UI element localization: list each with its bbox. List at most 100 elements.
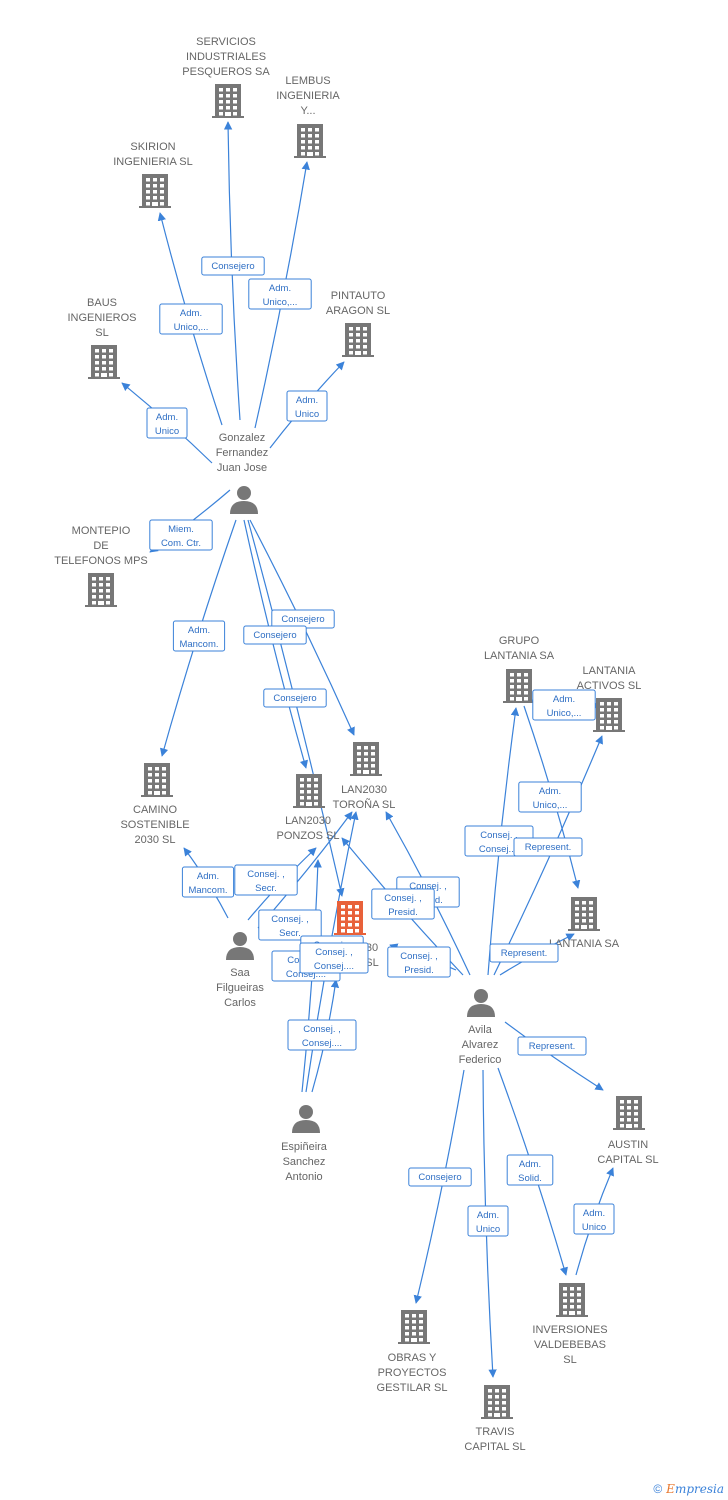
edge-label-gonzalez-to-servicios[interactable]: Consejero [201, 256, 265, 276]
node-label: INVERSIONES [532, 1324, 607, 1336]
edge-label-text: Com. Ctr. [161, 538, 201, 549]
node-label: PESQUEROS SA [182, 66, 270, 78]
edge-label-text: Unico,... [263, 297, 298, 308]
edge-label-text: Adm. [156, 412, 178, 423]
edge-label-text: Mancom. [179, 639, 218, 650]
edge-label-text: Consej.... [286, 969, 326, 980]
node-label: SERVICIOS [196, 36, 256, 48]
edge-label-saa-to-camino[interactable]: Adm. Mancom. [181, 866, 235, 898]
edge-label-gonzalez-to-lan2030_ponzos[interactable]: Consejero [243, 625, 307, 645]
edge-label-text: Adm. [197, 871, 219, 882]
edge-label-avila-to-lan2030_ponzos[interactable]: Consej. ,Presid. [371, 888, 435, 920]
edge-label-gonzalez-to-focus[interactable]: Consejero [263, 688, 327, 708]
building-icon [568, 897, 600, 931]
edge-label-saa-to-lan2030_ponzos[interactable]: Consej. , Secr. [234, 864, 298, 896]
node-servicios[interactable]: SERVICIOS INDUSTRIALES PESQUEROS SA [182, 36, 270, 118]
node-label: Juan Jose [217, 462, 267, 474]
node-label: Y... [300, 105, 315, 117]
edge-label-text: Consej.... [302, 1038, 342, 1049]
node-label: Carlos [224, 997, 256, 1009]
edge-label-espineira-to-lan2030_torona[interactable]: Consej. ,Consej.... [287, 1019, 357, 1051]
node-label: Gonzalez [219, 432, 265, 444]
edge-label-text: Consej.... [479, 844, 519, 855]
edge-label-gonzalez-to-lembus[interactable]: Adm.Unico,... [248, 278, 312, 310]
edge-label-text: Mancom. [188, 885, 227, 896]
node-label: GRUPO [499, 635, 540, 647]
edge-label-saa-to-lan2030_torona[interactable]: Consej. ,Secr. [258, 909, 322, 941]
copyright-symbol: © [653, 1482, 663, 1496]
edge-label-avila-to-lantania_sa[interactable]: Represent. [489, 943, 559, 963]
edge-label-gonzalez-to-baus[interactable]: Adm.Unico [146, 407, 188, 439]
node-label: INGENIEROS [67, 312, 136, 324]
edge-label-text: Miem. [168, 524, 194, 535]
edge-label-avila-to-travis[interactable]: Adm.Unico [467, 1205, 509, 1237]
building-icon [88, 345, 120, 379]
node-label: CAMINO [133, 804, 177, 816]
edge-label-text: Represent. [529, 1041, 575, 1052]
edge-label-avila-to-austin[interactable]: Represent. [517, 1036, 587, 1056]
focus-building-icon [334, 901, 366, 935]
edge-label-gonzalez-to-pintauto[interactable]: Adm.Unico [286, 390, 328, 422]
node-label: Avila [468, 1024, 493, 1036]
node-lembus[interactable]: LEMBUSINGENIERIAY... [276, 75, 340, 158]
node-lantania_sa[interactable]: LANTANIA SA [549, 897, 620, 950]
node-pintauto[interactable]: PINTAUTO ARAGON SL [326, 290, 390, 357]
node-label: LAN2030 [285, 815, 331, 827]
edge-label-text: Unico,... [547, 708, 582, 719]
edge-label-gonzalez-to-camino[interactable]: Adm. Mancom. [172, 620, 226, 652]
edge-label-text: Adm. [188, 625, 210, 636]
edge-label-gonzalez-to-skirion[interactable]: Adm.Unico,... [159, 303, 223, 335]
empresia-logo: Empresia [666, 1482, 724, 1496]
building-icon [398, 1310, 430, 1344]
edge-label-avila-to-lantania_activos[interactable]: Represent. [513, 837, 583, 857]
edge-label-avila-to-focus[interactable]: Consej. ,Presid. [387, 946, 451, 978]
node-label: INDUSTRIALES [186, 51, 266, 63]
node-label: ARAGON SL [326, 305, 390, 317]
edge-gonzalez-to-focus [247, 519, 345, 897]
node-label: LANTANIA [583, 665, 637, 677]
edge-label-text: Secr. [255, 883, 277, 894]
edge-label-gonzalez-to-montepio[interactable]: Miem. Com. Ctr. [149, 519, 213, 551]
building-icon [294, 124, 326, 158]
node-label: Antonio [285, 1171, 322, 1183]
edge-label-avila-to-obras[interactable]: Consejero [408, 1167, 472, 1187]
node-label: PINTAUTO [331, 290, 386, 302]
node-label: INGENIERIA SL [113, 156, 192, 168]
edge-label-inversiones-to-austin[interactable]: Adm.Unico [573, 1203, 615, 1235]
node-label: Federico [459, 1054, 502, 1066]
edge-label-gonzalez-to-lan2030_torona[interactable]: Consejero [271, 609, 335, 629]
node-label: PROYECTOS [378, 1367, 447, 1379]
edge-label-grupo_lantania-to-lantania_sa[interactable]: Adm.Unico,... [518, 781, 582, 813]
node-label: Alvarez [462, 1039, 499, 1051]
edge-label-grupo_lantania-to-lantania_activos[interactable]: Adm. Unico,... [532, 689, 596, 721]
node-label: LAN2030 [341, 784, 387, 796]
edge-label-text: Consejero [253, 630, 296, 641]
edge-label-text: Adm. [553, 694, 575, 705]
person-icon [230, 486, 258, 514]
edge-label-text: Adm. [519, 1159, 541, 1170]
edge-label-text: Consej. , [247, 869, 285, 880]
edge-label-text: Unico,... [174, 322, 209, 333]
node-label: 2030 SL [135, 834, 176, 846]
edge-label-espineira-to-focus[interactable]: Consej. ,Consej.... [299, 942, 369, 974]
edge-label-avila-to-inversiones[interactable]: Adm.Solid. [506, 1154, 554, 1186]
empresia-credit[interactable]: ©Empresia [653, 1482, 724, 1496]
